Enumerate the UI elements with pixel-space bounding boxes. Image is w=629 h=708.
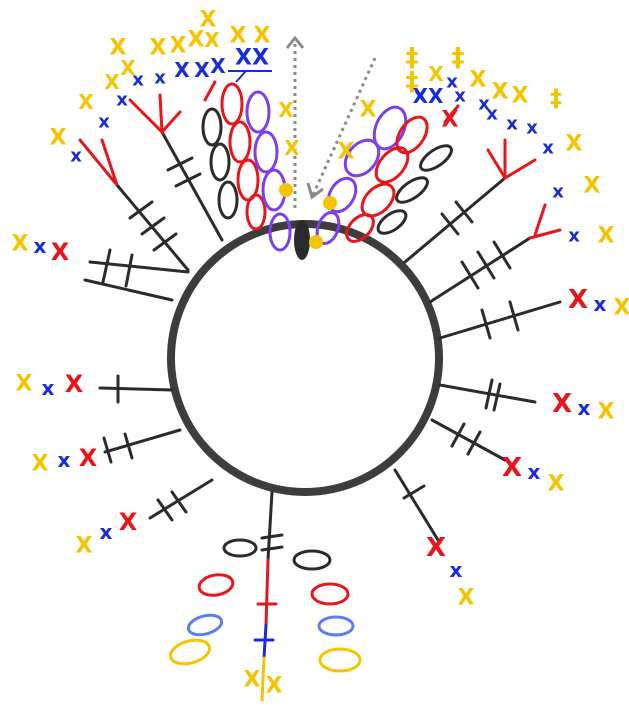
x-mark: X xyxy=(426,533,446,563)
x-mark: X xyxy=(568,285,588,315)
x-mark: X xyxy=(51,238,70,266)
x-mark: X xyxy=(278,98,294,122)
x-mark: X xyxy=(552,389,572,419)
x-mark: x xyxy=(450,558,463,582)
x-mark: X xyxy=(584,174,601,199)
x-mark: x xyxy=(578,396,591,420)
x-mark: X xyxy=(210,54,226,78)
x-mark: x xyxy=(542,138,554,159)
x-mark: X xyxy=(428,62,444,86)
x-mark: X xyxy=(470,68,487,93)
x-mark: X xyxy=(50,126,67,151)
yellow-dot xyxy=(309,235,323,249)
x-mark: X xyxy=(548,472,565,497)
x-mark: X xyxy=(150,36,167,61)
x-mark: X xyxy=(16,372,33,397)
x-mark: X xyxy=(502,453,522,483)
xx-label: XX xyxy=(235,46,269,71)
x-mark: x xyxy=(568,226,580,247)
x-mark: X xyxy=(360,98,377,123)
double-cross-mark: ‡ xyxy=(550,84,562,112)
x-mark: x xyxy=(594,292,607,316)
x-mark: x xyxy=(42,376,55,400)
x-mark: X xyxy=(78,90,94,114)
yellow-dot xyxy=(279,183,293,197)
x-mark: X xyxy=(120,56,136,80)
x-mark: X xyxy=(32,452,49,477)
x-mark: X xyxy=(492,80,509,105)
bottom-stem-red xyxy=(266,560,268,625)
x-mark: X xyxy=(12,232,29,257)
x-mark: x xyxy=(528,460,541,484)
x-mark: X xyxy=(244,668,261,693)
x-mark: X xyxy=(65,370,84,398)
x-mark: X xyxy=(188,28,205,53)
x-mark: X xyxy=(170,34,187,59)
bottom-stem-yellow xyxy=(262,658,264,700)
x-mark: x xyxy=(116,90,128,111)
x-mark: X xyxy=(566,132,583,157)
x-mark: x xyxy=(100,520,113,544)
x-mark: x xyxy=(70,146,82,167)
yellow-dot xyxy=(323,196,337,210)
x-mark: X xyxy=(614,296,629,321)
x-mark: X xyxy=(442,108,459,133)
x-mark: X xyxy=(119,508,138,536)
x-mark: X xyxy=(338,140,355,165)
x-mark: x xyxy=(154,68,166,89)
x-mark: x xyxy=(58,448,71,472)
x-mark: x xyxy=(526,118,538,139)
x-mark: X xyxy=(204,28,220,52)
x-mark: x xyxy=(98,112,110,133)
x-mark: X xyxy=(79,444,98,472)
x-mark: X xyxy=(458,586,475,611)
x-mark: x xyxy=(486,104,498,125)
xx-label: XX xyxy=(413,84,444,108)
double-cross-mark: ‡ xyxy=(452,43,465,73)
x-mark: X xyxy=(266,674,283,699)
spoke-left-3 xyxy=(100,388,172,390)
x-mark: x xyxy=(506,114,518,135)
x-mark: X xyxy=(598,224,615,249)
x-mark: x xyxy=(552,182,564,203)
x-mark: X xyxy=(512,84,529,109)
x-mark: X xyxy=(194,58,210,82)
black-blob xyxy=(294,220,310,260)
x-mark: X xyxy=(598,400,615,425)
x-mark: x xyxy=(34,234,47,258)
x-mark: X xyxy=(284,136,300,160)
x-mark: X xyxy=(76,534,93,559)
x-mark: x xyxy=(454,86,466,107)
x-mark: X xyxy=(174,58,190,82)
